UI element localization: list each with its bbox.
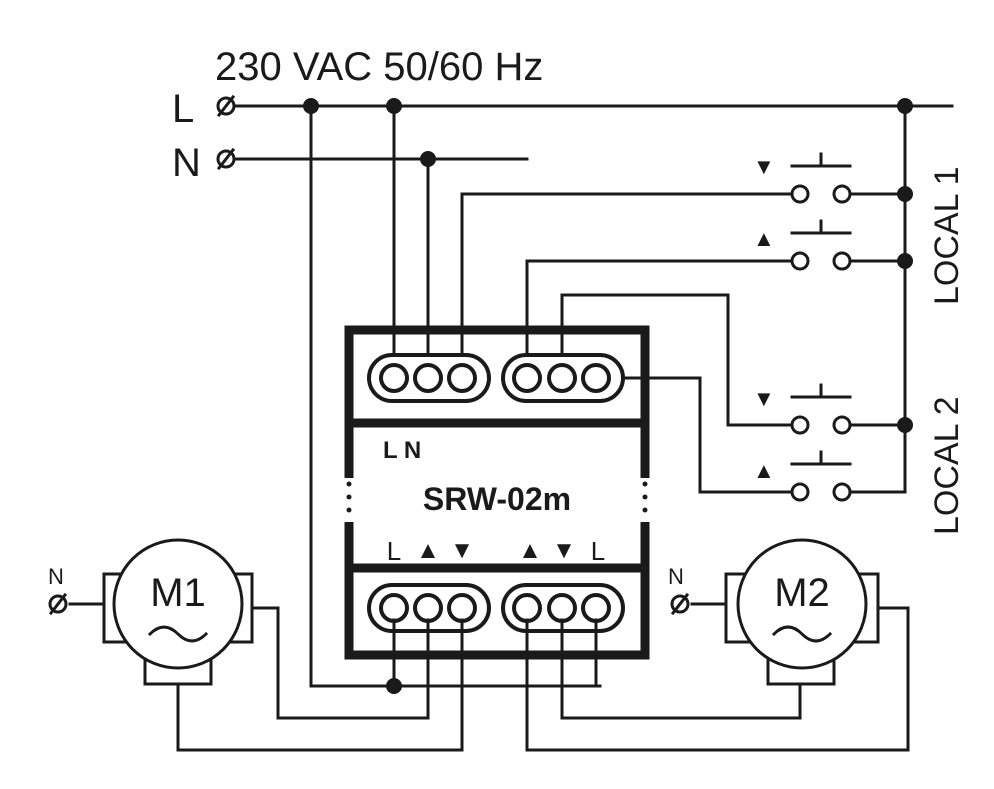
m1-neutral-terminal-icon <box>48 592 68 616</box>
line-label: L <box>172 87 194 131</box>
m2-neutral-terminal-icon <box>670 592 690 616</box>
m1-down-wire <box>176 618 464 752</box>
local2-up-switch-icon <box>790 450 852 502</box>
local1-up-switch-icon <box>790 219 852 271</box>
local2-down-switch-icon <box>790 383 852 435</box>
m2-neutral-label: N <box>668 564 684 589</box>
bottom-right-label-3: L <box>591 536 605 566</box>
local2-up-symbol: ▲ <box>753 458 775 483</box>
bottom-left-label-1: L <box>387 536 401 566</box>
device-top-terminal-labels: L N <box>383 437 421 464</box>
local2-label: LOCAL 2 <box>928 396 966 535</box>
top-left-terminal-block <box>367 353 491 403</box>
supply-voltage-label: 230 VAC 50/60 Hz <box>215 45 543 89</box>
local1-label: LOCAL 1 <box>928 166 966 305</box>
line-terminal-icon <box>216 94 236 118</box>
neutral-terminal-icon <box>216 147 236 171</box>
local2-up-wire <box>614 376 794 494</box>
m1-neutral-label: N <box>48 564 64 589</box>
line-to-motor-common-wire <box>309 104 602 688</box>
local1-down-wire <box>460 192 794 374</box>
m2-up-wire <box>525 606 910 752</box>
local1-down-symbol: ▼ <box>753 154 775 179</box>
bottom-right-label-2: ▼ <box>552 537 576 564</box>
top-right-terminal-block <box>501 353 625 403</box>
junction-dots <box>303 98 913 694</box>
bottom-left-label-2: ▲ <box>416 537 440 564</box>
m2-down-wire <box>560 618 802 720</box>
local2-down-symbol: ▼ <box>753 386 775 411</box>
device-name: SRW-02m <box>423 481 571 517</box>
m1-up-wire <box>250 606 430 720</box>
srw-device <box>342 325 652 660</box>
bottom-left-label-3: ▼ <box>450 537 474 564</box>
bottom-right-label-1: ▲ <box>518 537 542 564</box>
motor-m1-label: M1 <box>150 571 206 615</box>
neutral-label: N <box>172 141 201 185</box>
motor-m1-icon <box>68 538 254 686</box>
motor-m2-icon <box>690 538 880 686</box>
motor-m2-label: M2 <box>774 571 830 615</box>
local1-up-symbol: ▲ <box>753 226 775 251</box>
local1-down-switch-icon <box>790 152 852 204</box>
